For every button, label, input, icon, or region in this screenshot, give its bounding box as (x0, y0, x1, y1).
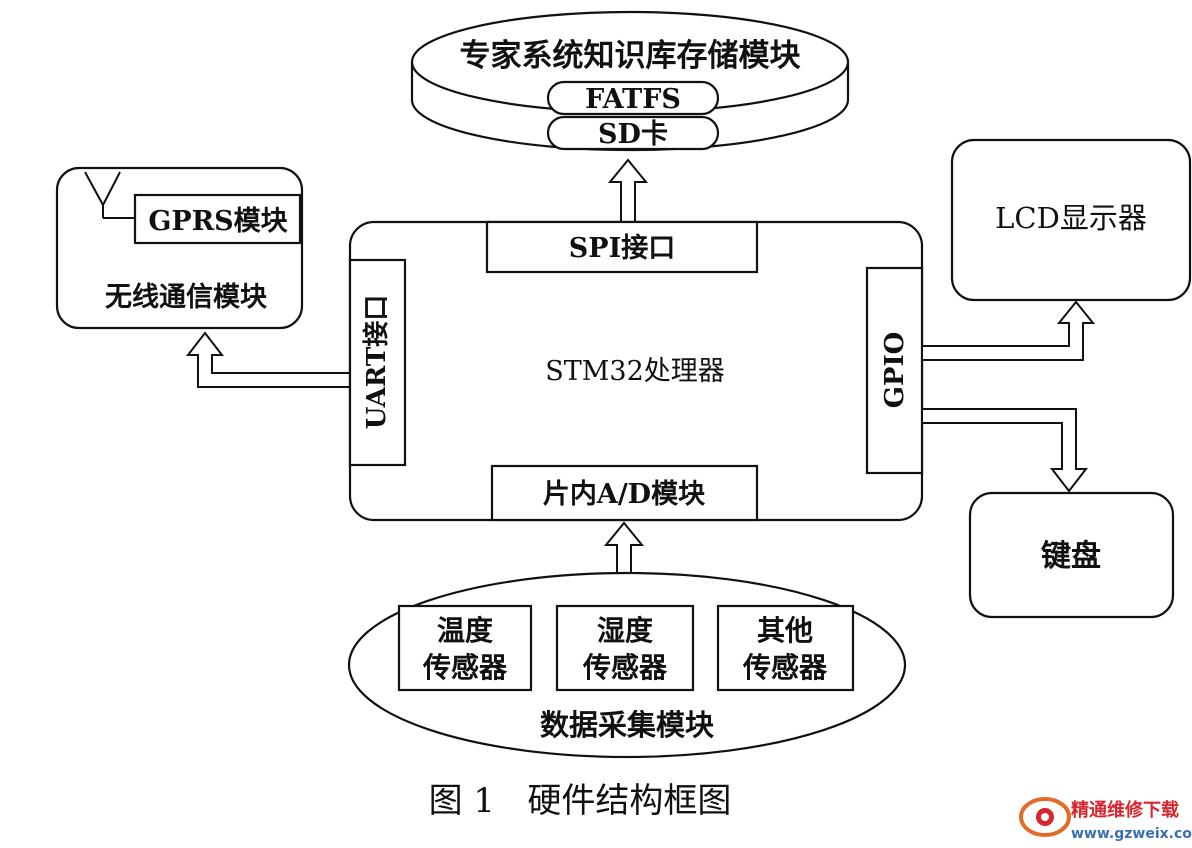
sensor-humidity-line2: 传感器 (582, 651, 668, 684)
sd-card-layer (546, 115, 720, 151)
uart-interface-label: UART接口 (362, 295, 392, 430)
uart-to-wireless-arrow (185, 331, 351, 388)
acquisition-to-adc-arrow (603, 521, 645, 577)
sensor-humidity-box (555, 604, 695, 692)
gprs-module-label: GPRS模块 (148, 206, 288, 237)
sensor-temperature-box (397, 604, 533, 692)
antenna-icon (84, 171, 135, 219)
data-acquisition-label: 数据采集模块 (540, 708, 714, 742)
adc-module-label: 片内A/D模块 (543, 479, 706, 510)
gprs-module-box (133, 193, 302, 245)
watermark-name: 精通维修下载 (1071, 799, 1179, 821)
lcd-display-box (950, 138, 1192, 302)
watermark-url: www.gzweix.com (1071, 826, 1192, 842)
spi-interface-label: SPI接口 (569, 233, 675, 264)
wireless-module: GPRS模块 无线通信模块 (55, 166, 304, 330)
lcd-display-label: LCD显示器 (995, 201, 1147, 235)
gpio-interface-box (865, 266, 924, 475)
sensor-other-line2: 传感器 (742, 651, 828, 684)
sensor-other-box (716, 604, 855, 692)
gpio-to-lcd-arrow (921, 300, 1096, 361)
sd-card-label: SD卡 (598, 119, 668, 150)
sensor-temperature-line2: 传感器 (422, 651, 508, 684)
eye-logo-icon (1019, 797, 1071, 837)
gpio-to-keyboard-arrow (921, 408, 1089, 493)
uart-interface-box (348, 258, 407, 467)
stm32-processor-label: STM32处理器 (545, 356, 725, 387)
sensor-other-line1: 其他 (757, 614, 813, 647)
sensor-temperature-line1: 温度 (437, 614, 493, 647)
gpio-interface-label: GPIO (880, 332, 910, 409)
wireless-module-label: 无线通信模块 (105, 282, 268, 313)
spi-to-storage-arrow (607, 158, 649, 223)
data-acquisition-module: 温度 传感器 湿度 传感器 其他 传感器 数据采集模块 (347, 571, 907, 759)
storage-module: 专家系统知识库存储模块 FATFS SD卡 (410, 10, 850, 152)
adc-module-box (490, 464, 759, 522)
keyboard-box (968, 491, 1175, 619)
keyboard-label: 键盘 (1041, 539, 1101, 574)
storage-title: 专家系统知识库存储模块 (460, 38, 801, 74)
sensor-humidity-line1: 湿度 (597, 614, 653, 647)
watermark-logo: 精通维修下载 www.gzweix.com (1019, 797, 1192, 842)
stm32-processor: SPI接口 UART接口 GPIO STM32处理器 片内A/D模块 (348, 220, 924, 522)
fatfs-label: FATFS (585, 84, 681, 115)
fatfs-layer (546, 80, 720, 116)
figure-caption: 图 1 硬件结构框图 (429, 781, 732, 821)
spi-interface-box (485, 220, 759, 274)
